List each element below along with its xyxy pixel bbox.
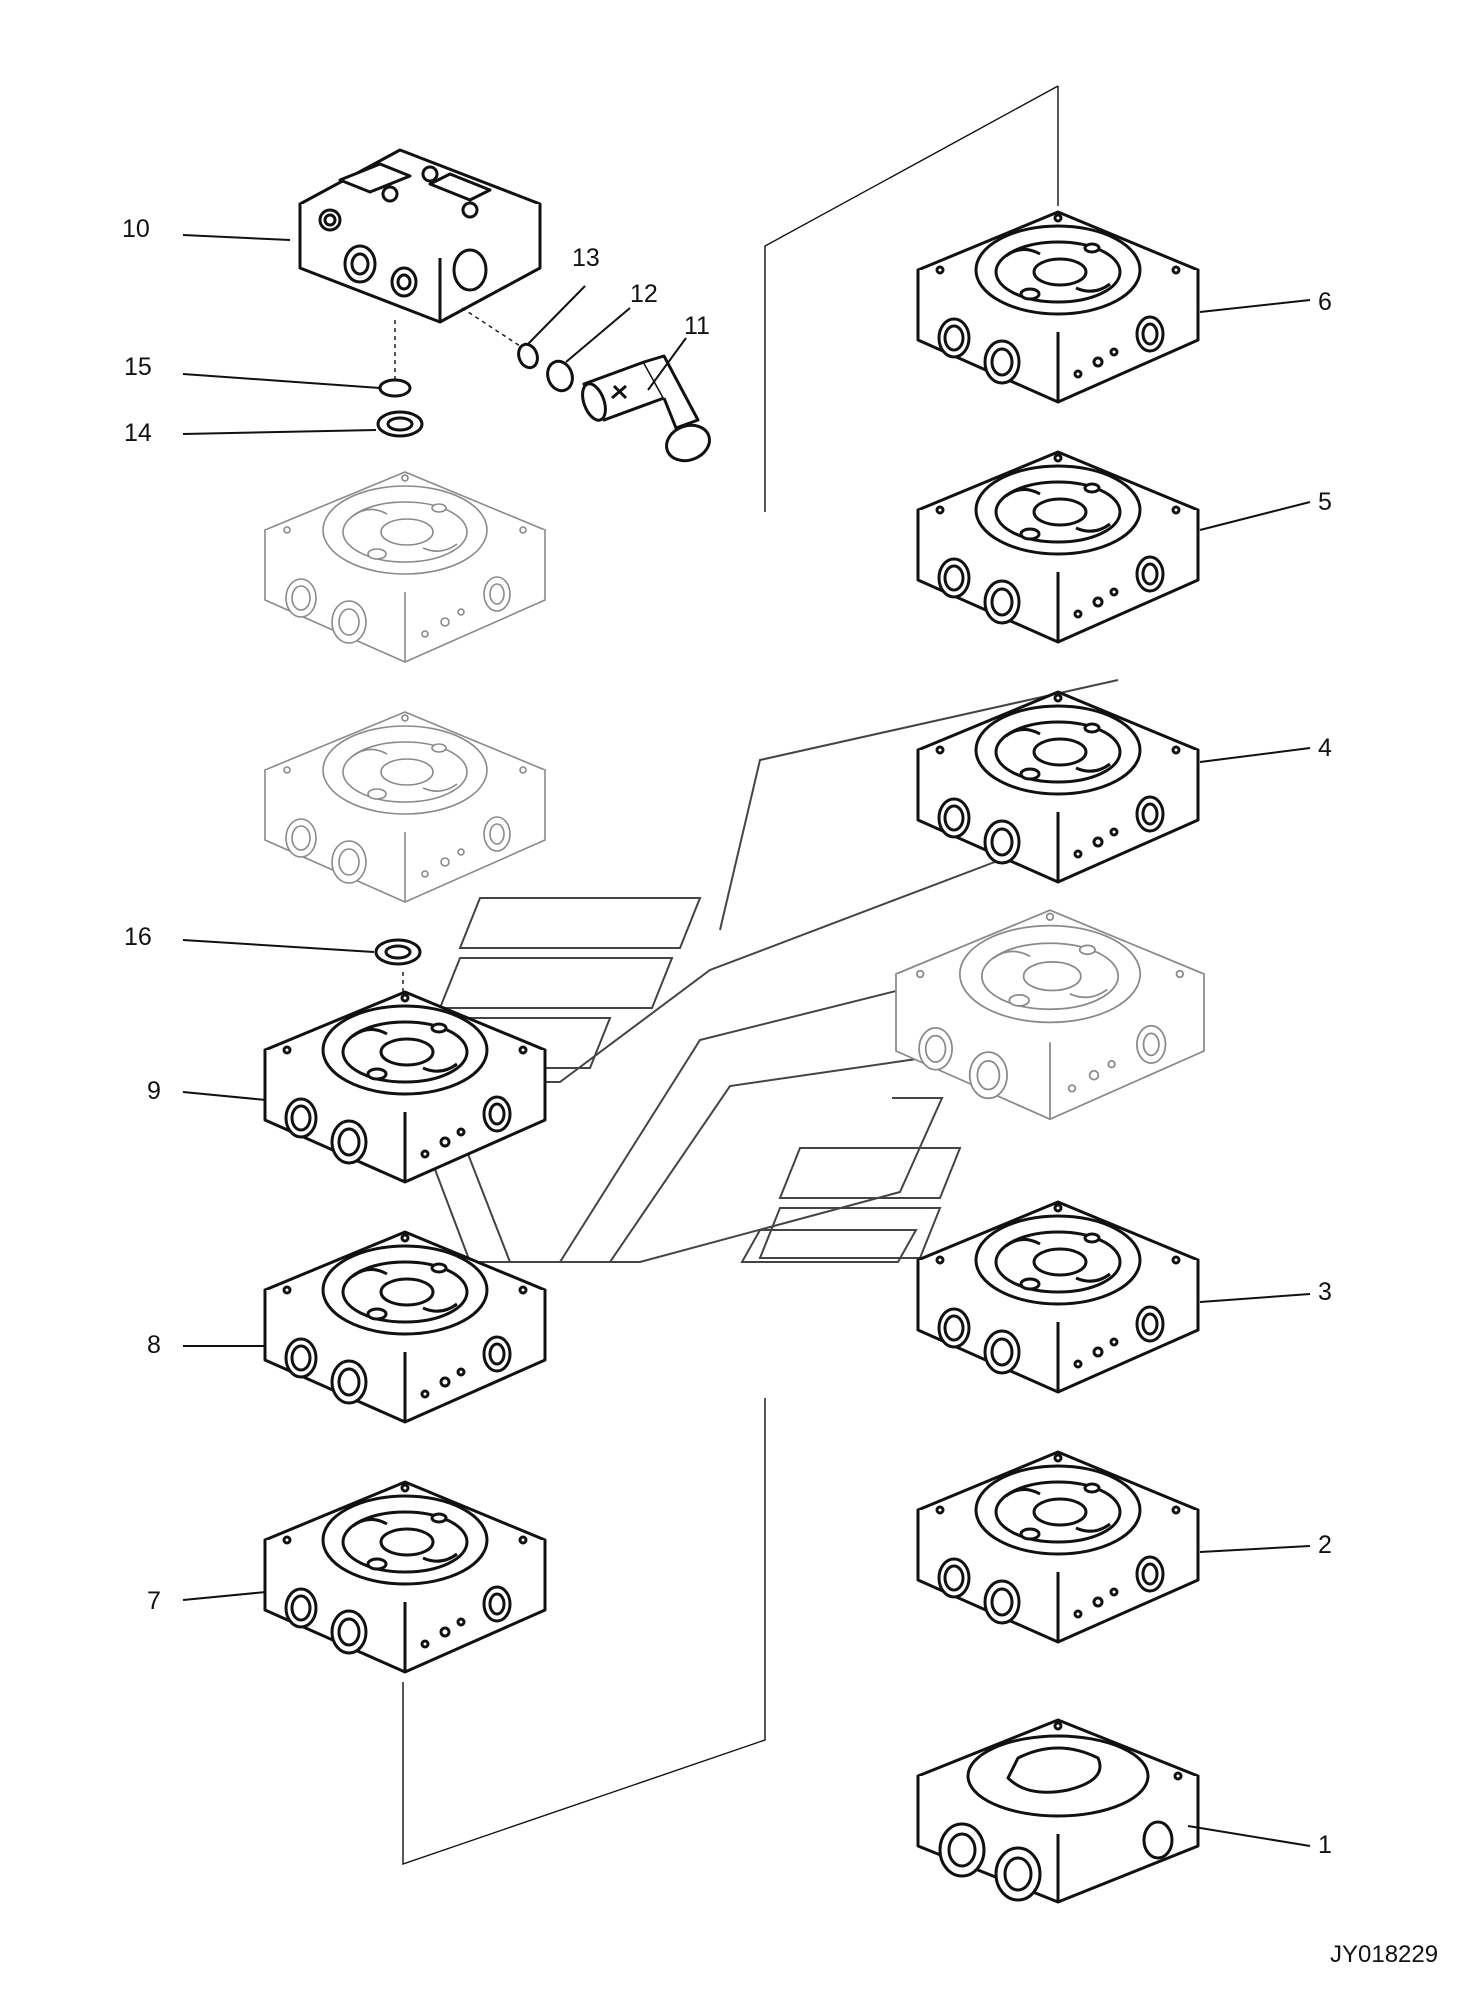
leader-lines bbox=[182, 234, 1311, 1847]
callout-15: 15 bbox=[124, 353, 152, 381]
o-ring-13 bbox=[517, 342, 539, 370]
callout-10: 10 bbox=[122, 215, 150, 243]
callout-13: 13 bbox=[572, 244, 600, 272]
ring-15 bbox=[378, 378, 412, 398]
valve-section-2 bbox=[916, 1450, 1200, 1644]
callout-2: 2 bbox=[1318, 1531, 1332, 1559]
callout-4: 4 bbox=[1318, 734, 1332, 762]
callout-16: 16 bbox=[124, 923, 152, 951]
callout-6: 6 bbox=[1318, 288, 1332, 316]
callout-8: 8 bbox=[147, 1331, 161, 1359]
callout-9: 9 bbox=[147, 1077, 161, 1105]
phantom-block-b bbox=[264, 711, 546, 903]
small-parts bbox=[374, 307, 711, 966]
callout-3: 3 bbox=[1318, 1278, 1332, 1306]
phantom-block-a bbox=[264, 471, 546, 663]
valve-section-7 bbox=[263, 1480, 547, 1674]
callout-11: 11 bbox=[684, 312, 710, 340]
callout-5: 5 bbox=[1318, 488, 1332, 516]
seal-16 bbox=[374, 938, 422, 966]
callout-1: 1 bbox=[1318, 1831, 1332, 1859]
assembly-lines bbox=[402, 85, 1059, 1865]
o-ring-12 bbox=[546, 359, 574, 393]
callout-7: 7 bbox=[147, 1587, 161, 1615]
top-cover-10 bbox=[298, 148, 542, 324]
valve-section-5 bbox=[916, 450, 1200, 644]
plug-11 bbox=[581, 354, 711, 463]
valve-section-4 bbox=[916, 690, 1200, 884]
valve-section-9 bbox=[263, 990, 547, 1184]
seal-14 bbox=[376, 410, 424, 438]
phantom-block-center bbox=[895, 909, 1205, 1121]
callout-14: 14 bbox=[124, 419, 152, 447]
drawing-id: JY018229 bbox=[1330, 1941, 1438, 1968]
callout-12: 12 bbox=[630, 280, 658, 308]
end-section-1 bbox=[916, 1718, 1200, 1904]
callout-labels: 10 13 12 11 15 14 16 9 8 7 6 5 4 3 2 1 bbox=[122, 215, 1332, 1859]
valve-section-6 bbox=[916, 210, 1200, 404]
valve-section-3 bbox=[916, 1200, 1200, 1394]
valve-section-8 bbox=[263, 1230, 547, 1424]
